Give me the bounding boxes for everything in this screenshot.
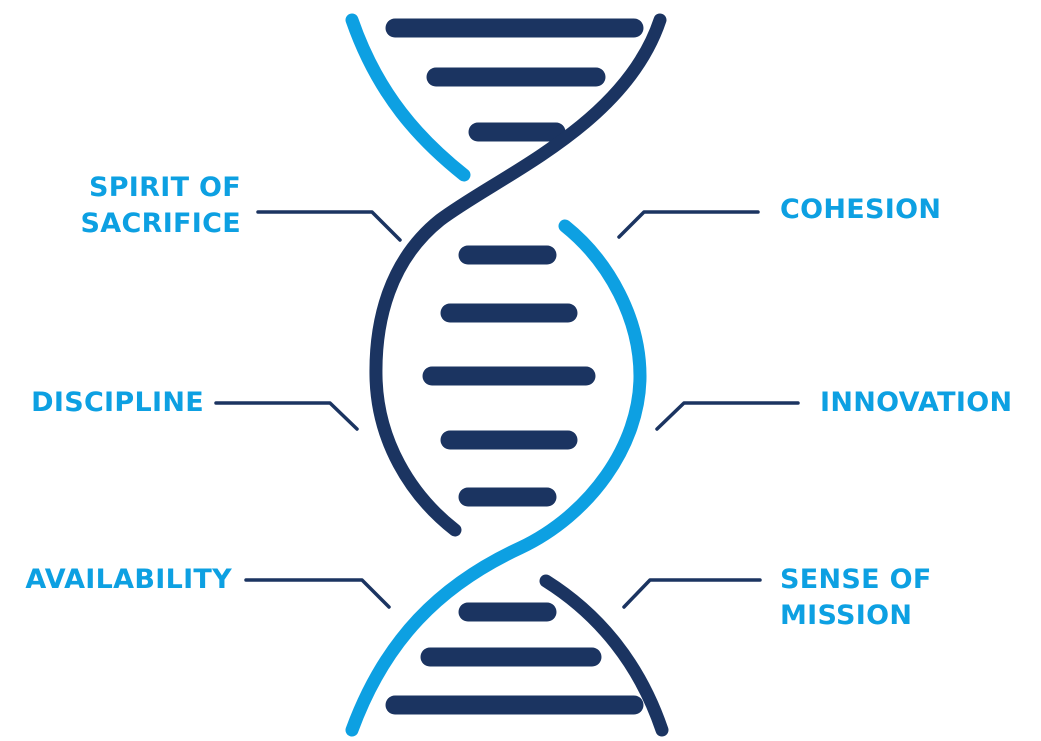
connector-sense-of-mission [622,578,762,609]
label-sense-of-mission-line2: MISSION [780,600,913,631]
label-innovation-text: INNOVATION [820,387,1013,418]
label-availability: AVAILABILITY [25,562,232,598]
label-spirit-of-sacrifice-line2: SACRIFICE [80,208,241,239]
label-spirit-of-sacrifice-line1: SPIRIT OF [88,172,241,203]
label-cohesion: COHESION [780,192,941,228]
connector-spirit-of-sacrifice [256,210,402,242]
connector-availability [244,578,391,609]
label-sense-of-mission: SENSE OF MISSION [780,562,932,634]
helix-rungs [385,18,644,715]
label-discipline: DISCIPLINE [31,385,204,421]
label-discipline-text: DISCIPLINE [31,387,204,418]
dark-strand-main [369,13,667,537]
dark-strand-bottom [539,574,669,737]
label-availability-text: AVAILABILITY [25,564,232,595]
helix-strands [345,13,669,737]
label-innovation: INNOVATION [820,385,1012,421]
connector-cohesion [617,210,760,239]
light-strand-main [345,219,647,737]
light-strand-top [345,13,471,182]
connector-discipline [214,401,359,431]
label-connectors [214,210,800,609]
label-cohesion-text: COHESION [780,194,942,225]
connector-innovation [655,401,800,431]
label-spirit-of-sacrifice: SPIRIT OF SACRIFICE [81,170,241,242]
label-sense-of-mission-line1: SENSE OF [780,564,932,595]
